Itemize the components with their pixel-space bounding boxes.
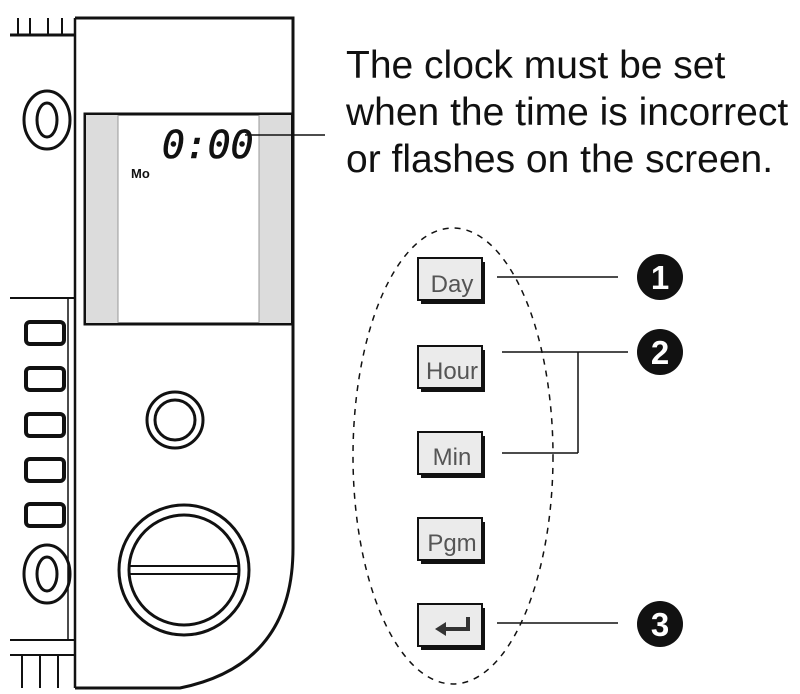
button-group-outline — [352, 227, 554, 685]
pgm-button-label: Pgm — [427, 530, 476, 557]
control-panel — [10, 16, 295, 690]
day-button[interactable]: Day — [417, 257, 485, 304]
callout-badge-1: 1 — [637, 254, 683, 300]
callout-number-1: 1 — [651, 259, 669, 296]
instruction-caption: The clock must be set when the time is i… — [346, 42, 788, 183]
lower-oval-knob — [22, 543, 72, 605]
display-day: Mo — [131, 166, 150, 181]
enter-button[interactable] — [417, 603, 485, 650]
upper-oval-knob — [22, 89, 72, 151]
callout-number-3: 3 — [651, 606, 669, 643]
display-screen — [83, 112, 294, 326]
callout-lines — [497, 276, 628, 624]
side-slot-buttons — [24, 320, 66, 528]
selector-dial — [117, 503, 251, 637]
callout-badge-2: 2 — [637, 329, 683, 375]
pgm-button[interactable]: Pgm — [417, 517, 485, 564]
callout-badge-3: 3 — [637, 601, 683, 647]
caption-line-1: The clock must be set — [346, 44, 726, 87]
callout-number-2: 2 — [651, 334, 669, 371]
day-button-label: Day — [431, 271, 474, 298]
round-knob — [145, 390, 205, 450]
hour-button[interactable]: Hour — [417, 345, 485, 392]
return-arrow-icon — [435, 617, 470, 636]
display-time: 0:00 — [162, 123, 254, 167]
caption-line-3: or flashes on the screen. — [346, 138, 774, 181]
hour-button-label: Hour — [426, 358, 478, 385]
min-button[interactable]: Min — [417, 431, 485, 478]
min-button-label: Min — [433, 444, 472, 471]
caption-line-2: when the time is incorrect — [346, 91, 789, 134]
